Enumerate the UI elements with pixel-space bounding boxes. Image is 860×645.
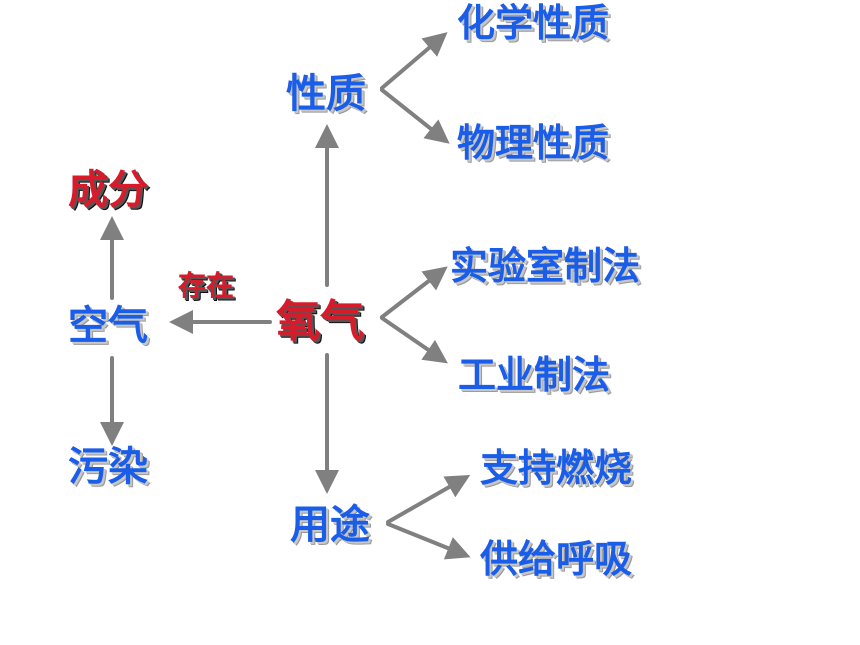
arrow-to-chemical-properties — [380, 32, 448, 90]
node-physical-properties: 物理性质 — [457, 121, 610, 165]
node-chemical-properties: 化学性质 — [457, 1, 610, 45]
arrow-to-support-combustion — [386, 475, 471, 524]
arrow-to-physical-properties — [380, 88, 450, 144]
arrow-to-supply-respiration — [386, 522, 471, 560]
arrow-to-industrial-preparation — [380, 316, 448, 364]
center-node-oxygen: 氧气 — [276, 296, 364, 347]
node-uses: 用途 — [290, 502, 370, 548]
node-industrial-preparation: 工业制法 — [458, 353, 611, 397]
node-properties: 性质 — [286, 71, 366, 117]
edge-label-exists-in: 存在 — [178, 269, 235, 302]
node-composition: 成分 — [68, 167, 148, 213]
node-pollution: 污染 — [68, 444, 148, 490]
node-air: 空气 — [68, 303, 148, 349]
node-support-combustion: 支持燃烧 — [480, 446, 633, 490]
node-lab-preparation: 实验室制法 — [450, 244, 641, 288]
node-supply-respiration: 供给呼吸 — [480, 537, 633, 581]
arrow-to-lab-preparation — [380, 266, 448, 319]
